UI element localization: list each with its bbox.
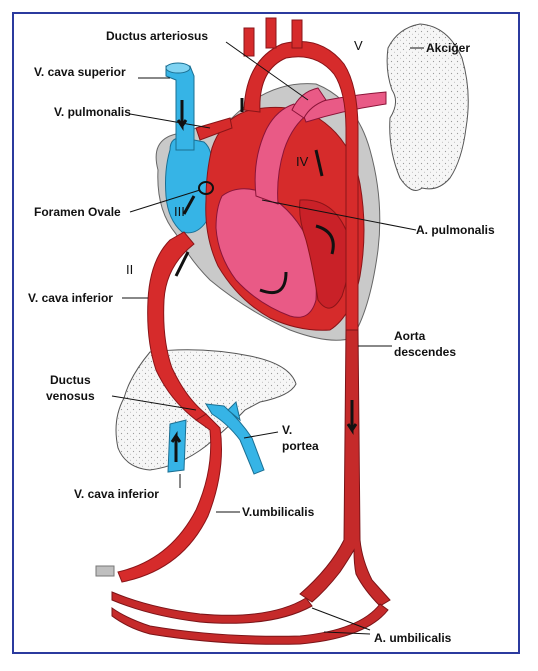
label-v-portea-2: portea [282,439,319,453]
aorta-descendes-vessel [299,329,391,607]
roman-iii: III [174,204,185,219]
left-ventricle [299,199,350,309]
label-aorta-descendes-1: Aorta [394,329,426,343]
label-v-umbilicalis: V.umbilicalis [242,505,315,519]
leader-a-umbilicalis-1 [311,607,371,631]
label-akciger: Akciğer [426,41,470,55]
right-atrium [165,137,213,234]
label-v-pulmonalis: V. pulmonalis [54,105,131,119]
label-ductus-arteriosus: Ductus arteriosus [106,29,208,43]
v-pulmonalis-vessel [195,117,233,141]
v-cava-superior-vessel [165,65,195,151]
aortic-branch-3 [291,19,303,49]
leader-a-pulmonalis [261,199,417,231]
leader-ductus-arteriosus [225,41,309,101]
roman-iv: IV [296,154,309,169]
label-a-pulmonalis: A. pulmonalis [416,223,495,237]
umbilical-clamp [95,565,115,577]
leader-v-portea [243,431,279,439]
aortic-arch [243,41,359,331]
liver-shape [115,349,297,471]
label-v-cava-superior: V. cava superior [34,65,126,79]
arrow-aorta [346,400,358,435]
leader-v-pulmonalis [129,113,211,129]
umbilical-artery-1 [111,591,313,624]
arrow-lv [315,224,335,255]
aortic-branch-2 [265,17,277,49]
roman-ii: II [126,262,133,277]
label-ductus-venosus-2: venosus [46,389,95,403]
label-foramen-ovale: Foramen Ovale [34,205,121,219]
foramen-ovale-mark [198,181,214,195]
v-cava-superior-opening [165,62,191,74]
pulmonary-artery-branch [299,91,387,123]
ductus-arteriosus-vessel [291,87,327,119]
leader-a-umbilicalis-2 [323,631,371,635]
label-v-portea-1: V. [282,423,292,437]
arrow-ductus-venosus [170,431,182,462]
roman-v: V [354,38,363,53]
arrow-aa [314,149,324,177]
aortic-branch-1 [243,27,255,57]
label-v-cava-inferior-bottom: V. cava inferior [74,487,159,501]
label-aorta-descendes-2: descendes [394,345,456,359]
v-cava-inferior-vessel [147,231,207,421]
arrow-ivc [174,251,190,277]
v-portea-branch [227,401,241,422]
arrow-ra [182,195,196,215]
umbilical-artery-2 [111,603,389,645]
label-ductus-venosus-1: Ductus [50,373,91,387]
arrow-rv [259,271,288,295]
label-v-cava-inferior-top: V. cava inferior [28,291,113,305]
lung-shape [386,23,469,191]
label-a-umbilicalis: A. umbilicalis [374,631,452,645]
leader-ductus-venosus [111,395,197,411]
leader-foramen-ovale [129,189,201,213]
